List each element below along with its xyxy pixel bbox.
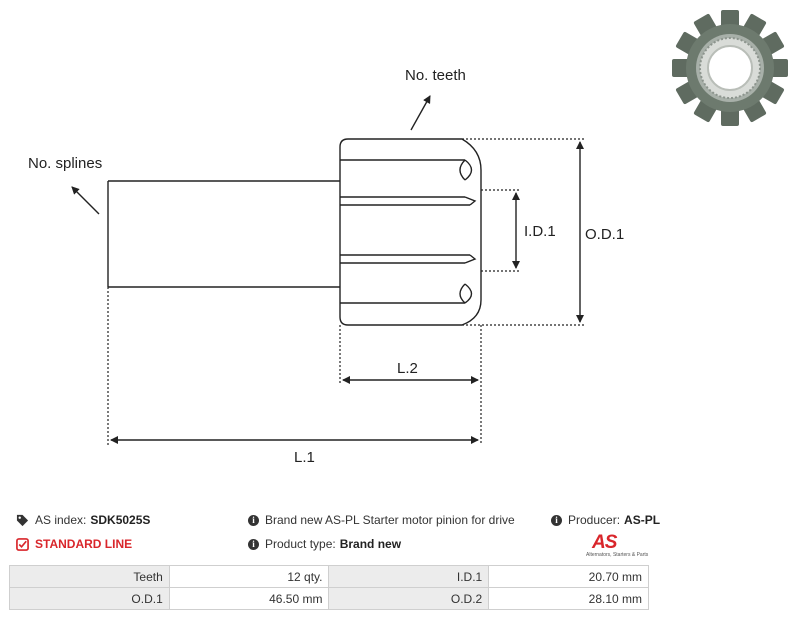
spec-key: O.D.1: [9, 587, 170, 610]
no-splines-label: No. splines: [28, 155, 102, 172]
product-type-label: Product type:: [265, 537, 336, 551]
as-index-value: SDK5025S: [90, 513, 151, 527]
gear-photo: [672, 10, 788, 126]
as-index-label: AS index:: [35, 513, 87, 527]
standard-line-label: STANDARD LINE: [35, 537, 133, 551]
product-type-value: Brand new: [339, 537, 402, 551]
as-pl-logo: AS Alternators, Starters & Parts: [586, 532, 656, 560]
table-row: O.D.1 46.50 mm O.D.2 28.10 mm: [9, 587, 649, 610]
producer-label: Producer:: [568, 513, 621, 527]
splines-pointer-arrow: [71, 186, 100, 215]
l2-label: L.2: [397, 360, 418, 377]
gear-body: [339, 138, 482, 326]
specs-table: Teeth 12 qty. I.D.1 20.70 mm O.D.1 46.50…: [9, 565, 649, 610]
producer-row: i Producer: AS-PL: [551, 513, 660, 527]
info-icon: i: [248, 538, 259, 550]
teeth-pointer-arrow: [410, 95, 431, 131]
l1-label: L.1: [294, 449, 315, 466]
logo-text: AS: [592, 532, 617, 553]
spec-key: O.D.2: [328, 587, 490, 610]
description-row: i Brand new AS-PL Starter motor pinion f…: [248, 513, 515, 527]
no-teeth-label: No. teeth: [405, 67, 466, 84]
dimension-arrows: [71, 95, 584, 444]
info-icon: i: [551, 514, 562, 526]
info-icon: i: [248, 514, 259, 526]
spec-key: I.D.1: [328, 565, 490, 588]
id1-label: I.D.1: [524, 223, 556, 240]
table-row: Teeth 12 qty. I.D.1 20.70 mm: [9, 565, 649, 588]
as-index-row: AS index: SDK5025S: [16, 513, 150, 527]
pinion-technical-drawing: No. teeth No. splines I.D.1 O.D.1 L.2 L.…: [28, 10, 788, 466]
logo-tagline: Alternators, Starters & Parts: [586, 552, 649, 558]
spec-key: Teeth: [9, 565, 170, 588]
standard-line-row: STANDARD LINE: [16, 537, 132, 551]
producer-value: AS-PL: [624, 513, 661, 527]
tags-icon: [16, 514, 29, 526]
spec-value: 12 qty.: [168, 565, 330, 588]
spec-value: 46.50 mm: [168, 587, 330, 610]
shaft: [107, 180, 340, 288]
spec-value: 28.10 mm: [488, 587, 649, 610]
description-text: Brand new AS-PL Starter motor pinion for…: [265, 513, 515, 527]
check-square-icon: [16, 537, 29, 551]
od1-label: O.D.1: [585, 226, 624, 243]
product-type-row: i Product type: Brand new: [248, 537, 401, 551]
spec-value: 20.70 mm: [488, 565, 649, 588]
reference-lines: [107, 138, 585, 445]
